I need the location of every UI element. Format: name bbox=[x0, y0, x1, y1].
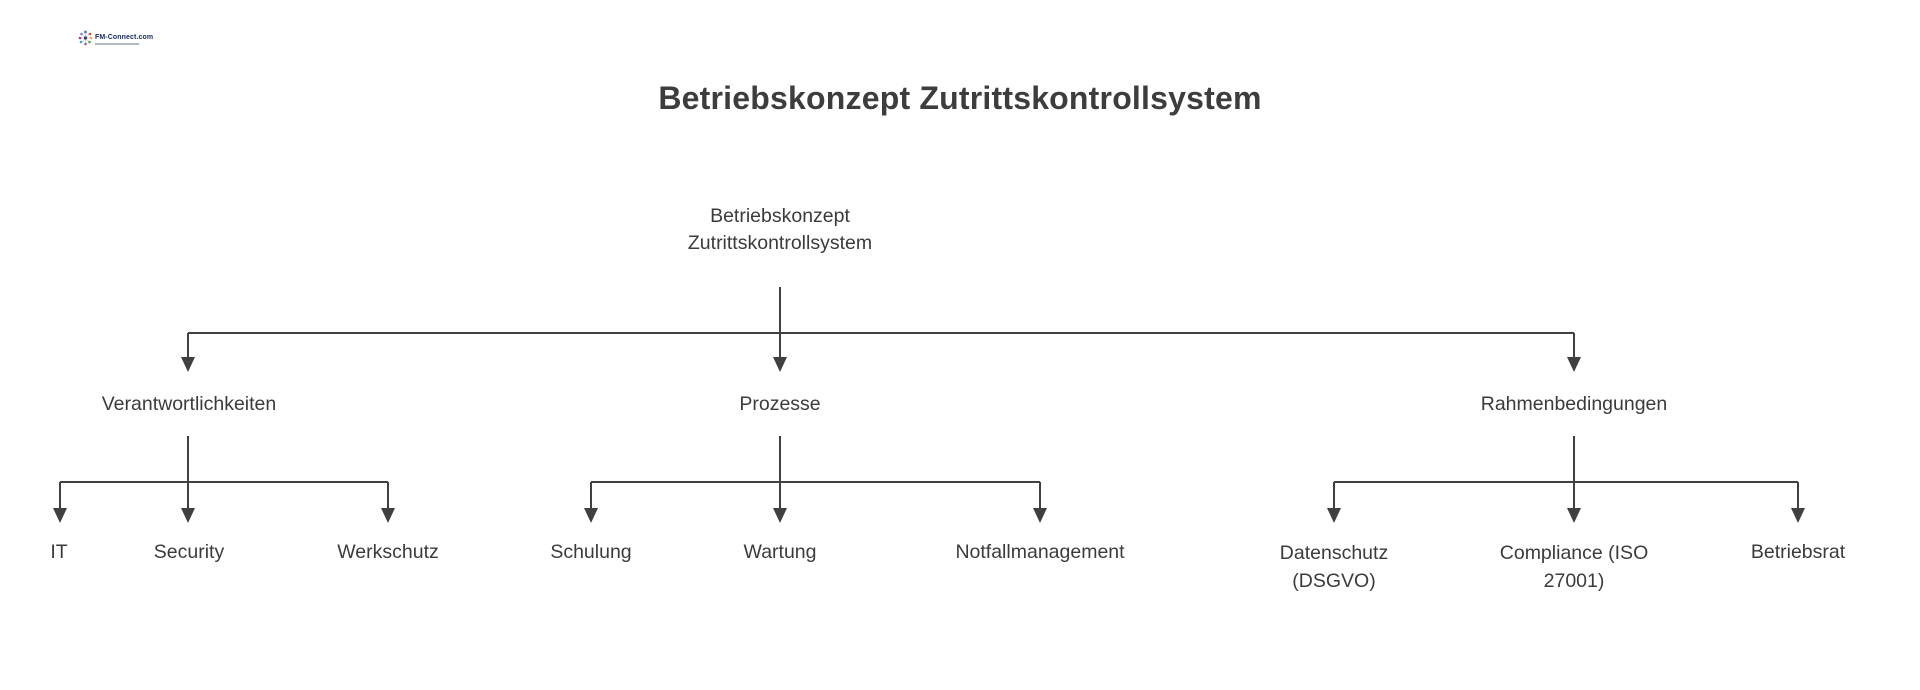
page-title: Betriebskonzept Zutrittskontrollsystem bbox=[658, 80, 1262, 116]
arrowhead bbox=[773, 508, 787, 523]
logo-text: FM-Connect.com bbox=[95, 34, 154, 41]
arrowhead bbox=[181, 357, 195, 372]
node-datenschutz-dsgvo: Datenschutz (DSGVO) bbox=[1279, 542, 1389, 592]
node-rahmenbedingungen: Rahmenbedingungen bbox=[1480, 393, 1668, 415]
node-it: IT bbox=[50, 541, 68, 563]
arrowhead bbox=[381, 508, 395, 523]
node-compliance-iso27001: Compliance (ISO 27001) bbox=[1499, 542, 1649, 592]
node-notfallmanagement: Notfallmanagement bbox=[955, 541, 1125, 563]
arrowhead bbox=[1327, 508, 1341, 523]
arrowhead bbox=[584, 508, 598, 523]
arrowhead bbox=[1791, 508, 1805, 523]
node-betriebsrat: Betriebsrat bbox=[1750, 541, 1846, 563]
arrowhead bbox=[773, 357, 787, 372]
logo-starburst-icon bbox=[78, 30, 93, 46]
node-werkschutz: Werkschutz bbox=[337, 541, 439, 563]
arrowhead bbox=[1567, 357, 1581, 372]
node-schulung: Schulung bbox=[550, 541, 632, 563]
arrowhead bbox=[53, 508, 67, 523]
node-security: Security bbox=[153, 541, 225, 563]
node-verantwortlichkeiten: Verantwortlichkeiten bbox=[101, 393, 277, 415]
arrowhead bbox=[1033, 508, 1047, 523]
node-wartung: Wartung bbox=[743, 541, 817, 563]
node-prozesse: Prozesse bbox=[739, 393, 821, 415]
logo-tagline bbox=[95, 43, 139, 45]
logo: FM-Connect.com bbox=[78, 30, 153, 46]
arrowhead bbox=[181, 508, 195, 523]
arrowhead bbox=[1567, 508, 1581, 523]
node-root: Betriebskonzept Zutrittskontrollsystem bbox=[687, 205, 873, 254]
